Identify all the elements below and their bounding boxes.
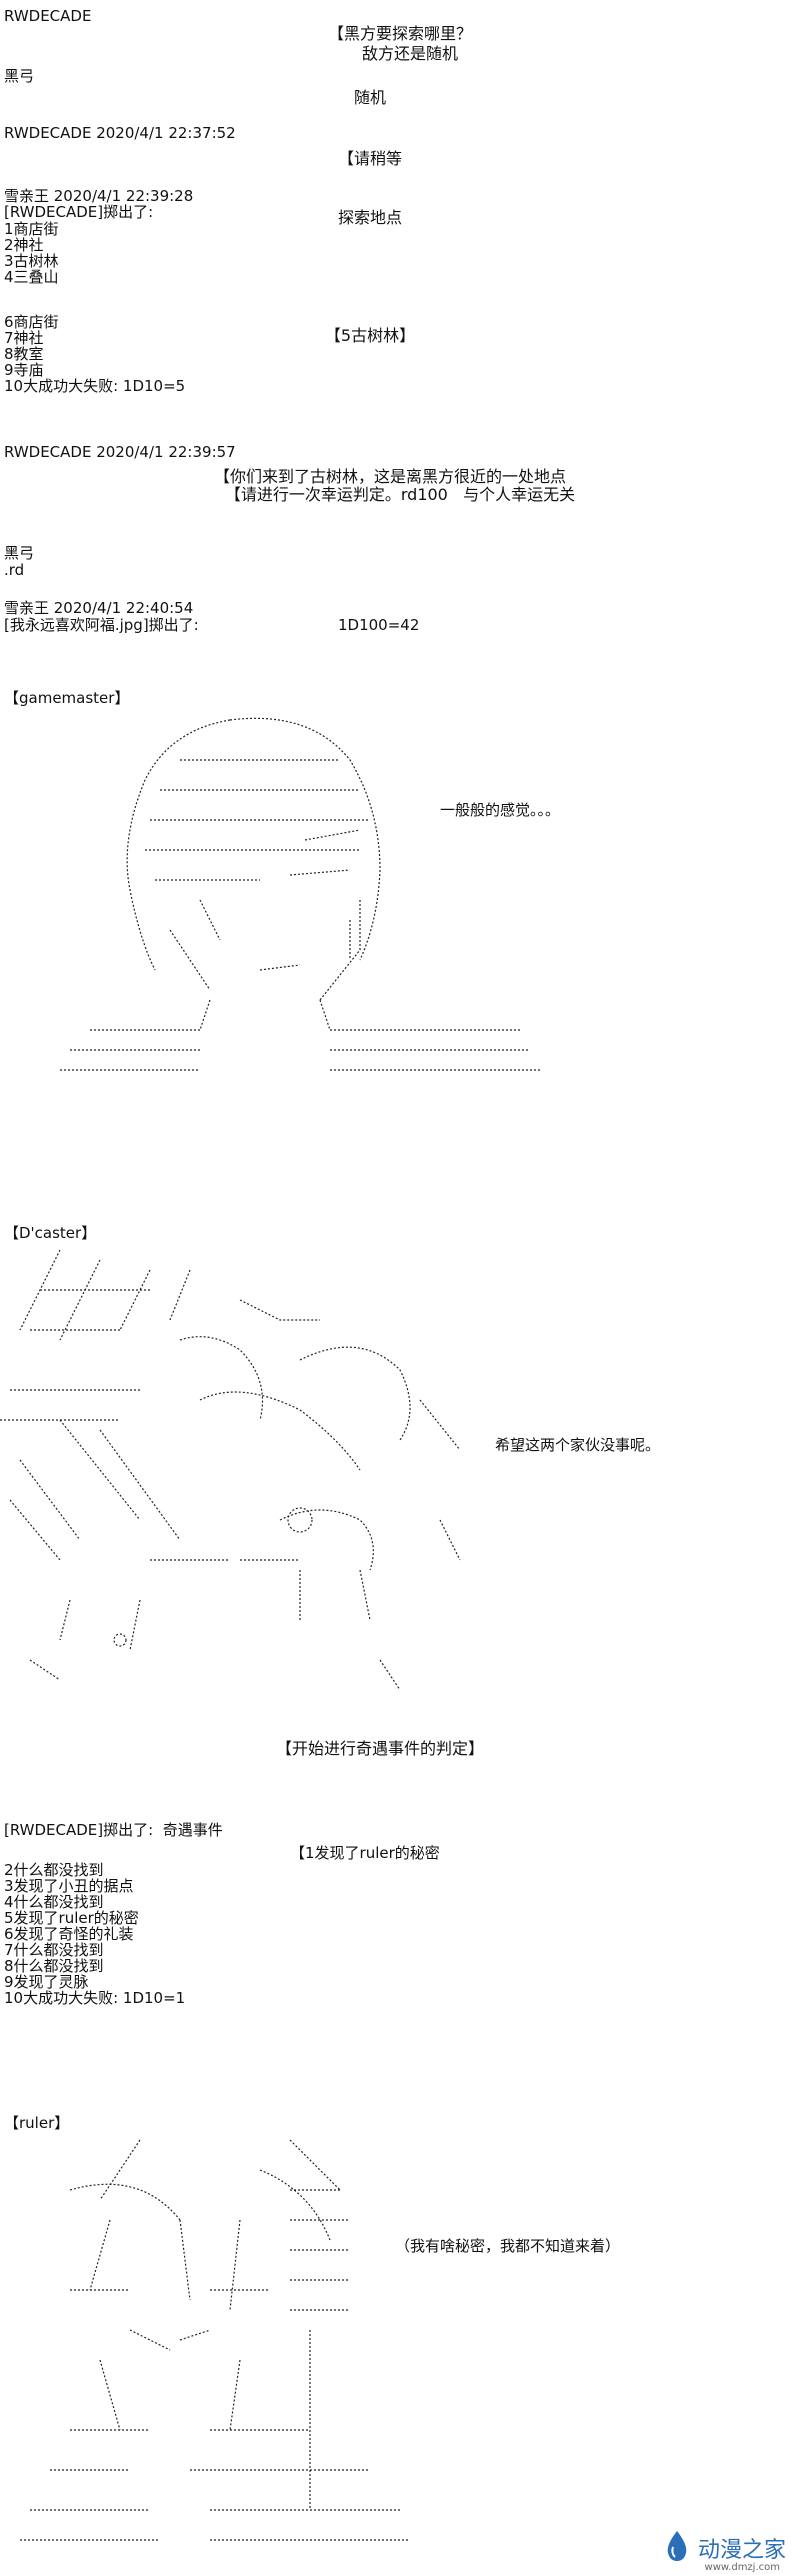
gm-question-line2: 敌方还是随机 [361,44,458,63]
caster-ascii-art [0,1240,490,1700]
list-item: 2什么都没找到 [4,1861,104,1879]
list-item: 6发现了奇怪的礼装 [4,1925,134,1943]
watermark-text: 动漫之家 [697,2538,786,2563]
choice-random: 随机 [353,88,386,107]
list-item: 7神社 [4,329,44,347]
list-item: 10大成功大失败: 1D10=1 [4,1989,186,2007]
list-item: 9发现了灵脉 [4,1973,89,1991]
roll-line: [我永远喜欢阿福.jpg]掷出了: [4,616,199,634]
gm-luck-request: 【请进行一次幸运判定。rd100 与个人幸运无关 [224,485,576,504]
character-tag: 【ruler】 [4,2114,70,2132]
list-item: 6商店街 [4,313,59,331]
caster-speech: 希望这两个家伙没事呢。 [495,1436,661,1454]
gamemaster-ascii-art [60,700,550,1100]
gm-description: 【你们来到了古树林，这是离黑方很近的一处地点 [213,467,566,486]
watermark-url: www.dmzj.com [704,2562,780,2573]
explore-label: 探索地点 [337,208,402,227]
list-item: 8教室 [4,345,44,363]
roll-line: [RWDECADE]掷出了: [4,203,154,221]
roll-result: 1D100=42 [338,616,420,634]
list-item: 4什么都没找到 [4,1893,104,1911]
character-tag: 【D'caster】 [4,1224,97,1242]
gm-wait: 【请稍等 [337,149,402,168]
list-item [4,285,185,314]
post-author: 雪亲王 2020/4/1 22:39:28 [4,187,194,205]
watermark: 动漫之家 [662,2529,786,2567]
list-item: 3发现了小丑的据点 [4,1877,134,1895]
rd-command: .rd [4,561,25,579]
post-author: 雪亲王 2020/4/1 22:40:54 [4,599,194,617]
encounter-list: 2什么都没找到 3发现了小丑的据点 4什么都没找到 5发现了ruler的秘密 6… [4,1862,185,2006]
ruler-speech: （我有啥秘密，我都不知道来着） [395,2237,621,2255]
list-item: 1商店街 [4,220,59,238]
droplet-logo-icon [662,2529,692,2567]
list-item: 3古树林 [4,252,59,270]
event-announce: 【开始进行奇遇事件的判定】 [275,1739,484,1758]
list-item: 9寺庙 [4,361,44,379]
roll-line: [RWDECADE]掷出了: 奇遇事件 [4,1821,223,1839]
character-tag: 【gamemaster】 [4,689,130,707]
encounter-result: 【1发现了ruler的秘密 [290,1844,440,1862]
post-author: RWDECADE [4,7,92,25]
player-name: 黑弓 [4,67,35,85]
list-item: 2神社 [4,236,44,254]
player-name: 黑弓 [4,544,35,562]
explore-result: 【5古树林】 [324,326,416,345]
list-item: 5发现了ruler的秘密 [4,1909,139,1927]
gm-speech: 一般般的感觉。。。 [440,801,561,819]
post-author: RWDECADE 2020/4/1 22:37:52 [4,124,236,142]
explore-list: 1商店街 2神社 3古树林 4三叠山 6商店街 7神社 8教室 9寺庙 10大成… [4,221,185,394]
list-item: 7什么都没找到 [4,1941,104,1959]
ruler-ascii-art [10,2130,430,2550]
list-item: 4三叠山 [4,268,59,286]
list-item: 8什么都没找到 [4,1957,104,1975]
post-author: RWDECADE 2020/4/1 22:39:57 [4,443,236,461]
list-item: 10大成功大失败: 1D10=5 [4,377,186,395]
gm-question: 【黑方要探索哪里？ [327,24,472,43]
